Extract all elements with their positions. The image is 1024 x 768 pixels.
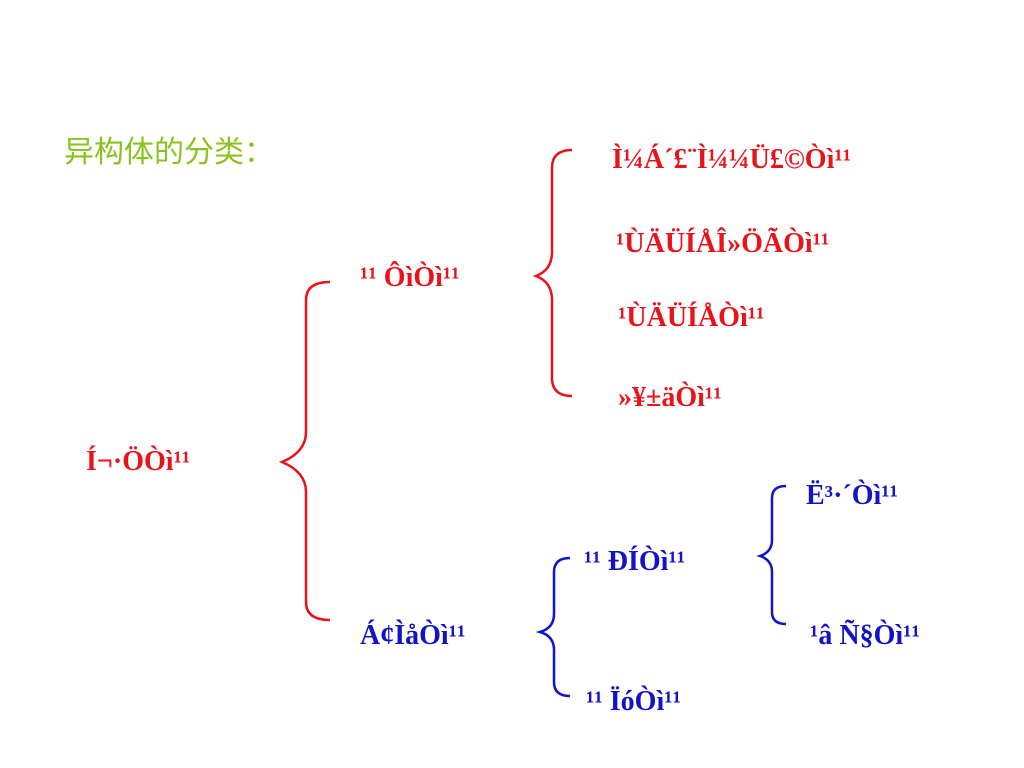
root-node: Í¬·ÖÒì¹¹ xyxy=(86,446,191,477)
diagram-title: 异构体的分类： xyxy=(64,135,274,170)
structural-brace xyxy=(532,148,573,398)
structural-item-carbon-chain: Ì¼Á´£¨Ì¼¼Ü£©Òì¹¹ xyxy=(612,144,852,175)
config-item-cis-trans: Ë³·´Òì¹¹ xyxy=(806,480,899,511)
config-item-optical: ¹â Ñ§Òì¹¹ xyxy=(810,620,920,651)
structural-item-tautomer: »¥±äÒì¹¹ xyxy=(618,382,722,413)
root-brace xyxy=(278,280,331,622)
stereo-item-conformation: ¹¹ ÏóÒì¹¹ xyxy=(586,686,682,717)
branch-stereo: Á¢ÌåÒì¹¹ xyxy=(360,620,466,651)
stereo-brace xyxy=(535,556,571,698)
branch-structural: ¹¹ ÔìÒì¹¹ xyxy=(360,262,460,293)
config-brace xyxy=(756,484,787,626)
structural-item-position: ¹ÙÄÜÍÅÎ»ÖÃÒì¹¹ xyxy=(616,228,830,259)
structural-item-functional-group: ¹ÙÄÜÍÅÒì¹¹ xyxy=(618,302,765,333)
stereo-item-configuration: ¹¹ ÐÍÒì¹¹ xyxy=(584,546,686,577)
